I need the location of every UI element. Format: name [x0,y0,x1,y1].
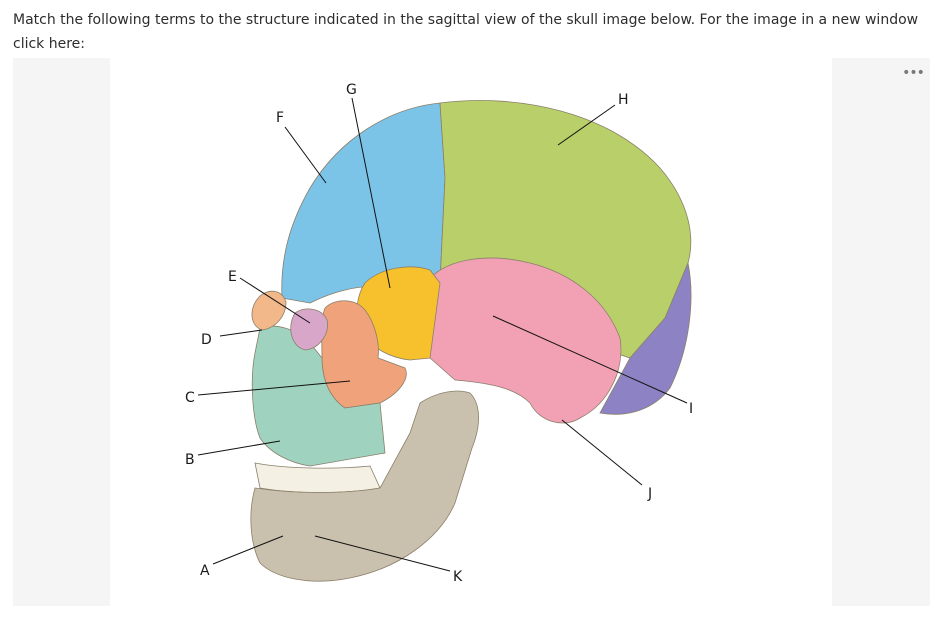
skull-illustration: A B C D E F G H I J K [185,82,693,585]
leader-line-b [197,440,281,456]
skull-diagram: A B C D E F G H I J K [110,58,832,606]
label-k: K [453,569,463,585]
nasal-bone [251,290,287,331]
leader-line-f [284,126,327,184]
right-side-panel: ••• [832,58,930,606]
label-h: H [618,92,629,108]
question-text: Match the following terms to the structu… [13,12,919,52]
leader-line-g [351,97,391,289]
left-side-panel [13,58,110,606]
leader-line-a [212,535,284,565]
leader-line-d [219,329,263,337]
leader-line-c [197,380,351,396]
label-d: D [201,332,212,348]
label-b: B [185,452,195,468]
label-c: C [185,390,195,406]
leader-line-j [561,419,643,486]
temporal-bone [429,257,622,424]
label-i: I [689,401,693,417]
leader-line-k [314,535,451,572]
label-g: G [346,82,357,98]
lacrimal-bone [290,308,328,351]
leader-line-h [557,104,616,146]
mandible-bone [250,390,479,582]
leader-lines [197,97,688,572]
label-j: J [647,486,652,502]
leader-line-e [239,277,311,324]
leader-line-i [492,315,688,404]
occipital-bone [599,261,692,415]
label-e: E [228,269,237,285]
frontal-bone [281,102,446,304]
teeth [254,462,381,493]
label-f: F [276,110,284,126]
more-options-icon[interactable]: ••• [902,65,925,81]
label-a: A [200,563,210,579]
